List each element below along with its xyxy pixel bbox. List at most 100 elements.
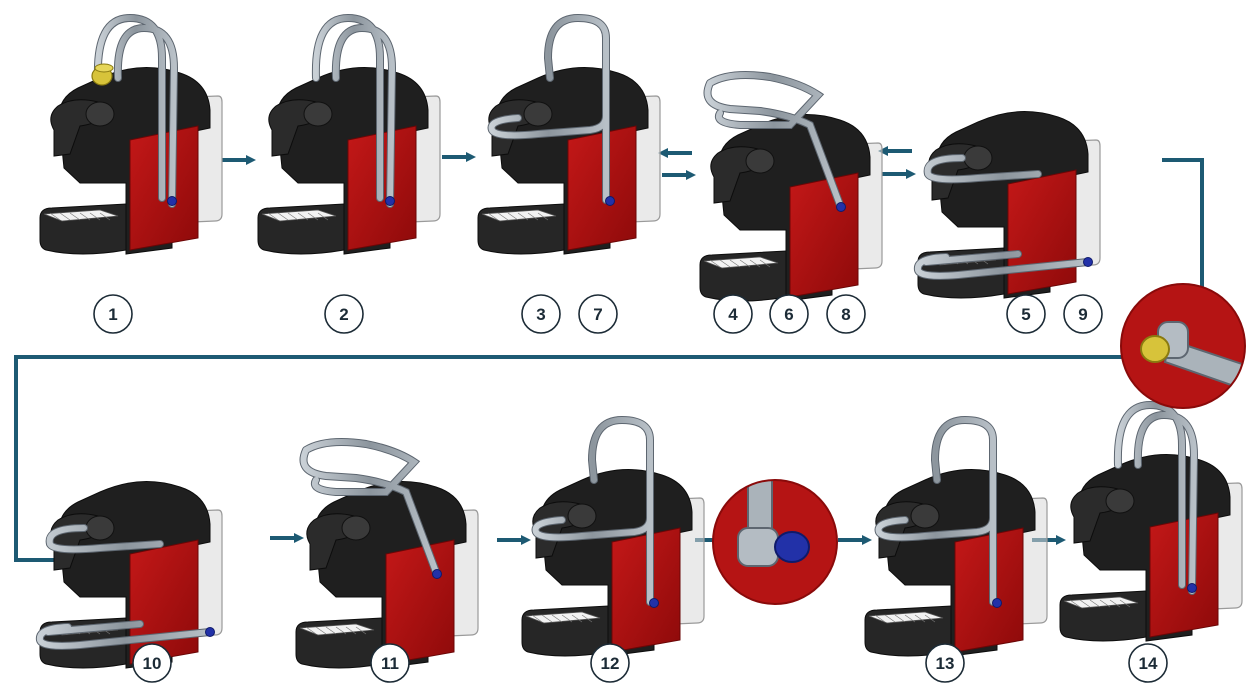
coffee-machine-m10: [35, 481, 223, 669]
drip-grid-line: [49, 212, 61, 221]
step-number: 1: [108, 305, 117, 324]
drip-grid-line: [1119, 599, 1131, 608]
coffee-machine-m14: [1059, 400, 1243, 642]
lever-knob: [1187, 583, 1197, 593]
inset-border: [712, 479, 838, 605]
step-number: 9: [1078, 305, 1087, 324]
inset-content: [737, 480, 810, 567]
step-circle: [769, 294, 809, 334]
step-number: 14: [1139, 654, 1158, 673]
step-circle: [93, 294, 133, 334]
step-number: 11: [381, 654, 399, 673]
drip-grid-line: [497, 212, 509, 221]
coffee-machine-m2: [257, 13, 441, 255]
drip-grid-line: [1069, 599, 1081, 608]
drip-grid: [43, 209, 119, 222]
lever-knob: [1083, 257, 1093, 267]
step-number: 8: [841, 305, 850, 324]
red-side-panel: [1007, 169, 1077, 295]
lever-tube-up-front: [532, 416, 653, 605]
drip-grid-line: [335, 626, 347, 635]
capsule-opening: [523, 101, 553, 127]
step-label-10: 10: [132, 643, 172, 683]
drip-grid-line: [729, 259, 741, 268]
drip-grid-line: [759, 259, 771, 268]
lever-tube-up-front: [875, 416, 996, 605]
lever-knob: [385, 196, 395, 206]
drip-grid-line: [894, 614, 906, 623]
drip-grid-line: [527, 212, 539, 221]
capsule-opening: [910, 503, 940, 529]
drip-grid-line: [581, 614, 593, 623]
capsule-opening: [303, 101, 333, 127]
drip-grid-line: [287, 212, 299, 221]
inset-collar: [737, 527, 779, 567]
coffee-machine-m1: [39, 13, 223, 255]
step-circle: [1063, 294, 1103, 334]
drip-grid: [868, 611, 944, 624]
step-circle: [1006, 294, 1046, 334]
step-label-2: 2: [324, 294, 364, 334]
step-number: 7: [593, 305, 602, 324]
drip-grid-line: [709, 259, 721, 268]
drip-grid: [703, 256, 779, 269]
drip-grid-line: [317, 212, 329, 221]
drip-grid-line: [924, 614, 936, 623]
step-number: 5: [1021, 305, 1030, 324]
step-label-9: 9: [1063, 294, 1103, 334]
lever-knob: [167, 196, 177, 206]
drip-grid-line: [874, 614, 886, 623]
lever-tube-up: [94, 14, 178, 207]
drip-grid-line: [551, 614, 563, 623]
step-circle: [713, 294, 753, 334]
lever-tube-down: [914, 155, 1091, 279]
drip-grid-line: [507, 212, 519, 221]
zoom-inset-knob: [712, 479, 838, 605]
step-number: 6: [784, 305, 793, 324]
step-label-5: 5: [1006, 294, 1046, 334]
capsule-opening: [963, 145, 993, 171]
drip-grid-line: [884, 614, 896, 623]
step-number: 13: [936, 654, 955, 673]
drip-grid-line: [1109, 599, 1121, 608]
red-side-panel: [129, 539, 199, 665]
lever-tube-up: [312, 14, 396, 207]
step-label-7: 7: [578, 294, 618, 334]
drip-grid-line: [739, 259, 751, 268]
step-circle: [521, 294, 561, 334]
drip-grid-line: [1079, 599, 1091, 608]
step-label-8: 8: [826, 294, 866, 334]
lever-knob: [205, 627, 215, 637]
coffee-machine-m13: [864, 415, 1048, 657]
capsule-opening: [341, 515, 371, 541]
drip-grid-line: [345, 626, 357, 635]
step-label-1: 1: [93, 294, 133, 334]
drip-grid-line: [69, 212, 81, 221]
drip-grid: [481, 209, 557, 222]
step-number: 12: [601, 654, 620, 673]
step-label-14: 14: [1128, 643, 1168, 683]
drip-grid-line: [904, 614, 916, 623]
drip-grid-line: [355, 626, 367, 635]
step-number: 2: [339, 305, 348, 324]
step-circle: [132, 643, 172, 683]
coffee-machine-m5: [913, 111, 1101, 299]
coffee-machine-m4: [699, 71, 883, 302]
drip-grid-line: [325, 626, 337, 635]
step-label-3: 3: [521, 294, 561, 334]
lever-tube-diagonal: [300, 439, 439, 575]
step-circle: [826, 294, 866, 334]
drip-grid-line: [487, 212, 499, 221]
drip-grid-line: [531, 614, 543, 623]
zoom-inset-capsule: [1120, 283, 1246, 409]
step-circle: [1128, 643, 1168, 683]
drip-grid-line: [277, 212, 289, 221]
step-circle: [324, 294, 364, 334]
drip-grid: [299, 623, 375, 636]
drip-grid-line: [305, 626, 317, 635]
lever-knob: [649, 598, 659, 608]
drip-grid-line: [297, 212, 309, 221]
capsule-opening: [1105, 488, 1135, 514]
step-circle: [590, 643, 630, 683]
lever-knob: [605, 196, 615, 206]
